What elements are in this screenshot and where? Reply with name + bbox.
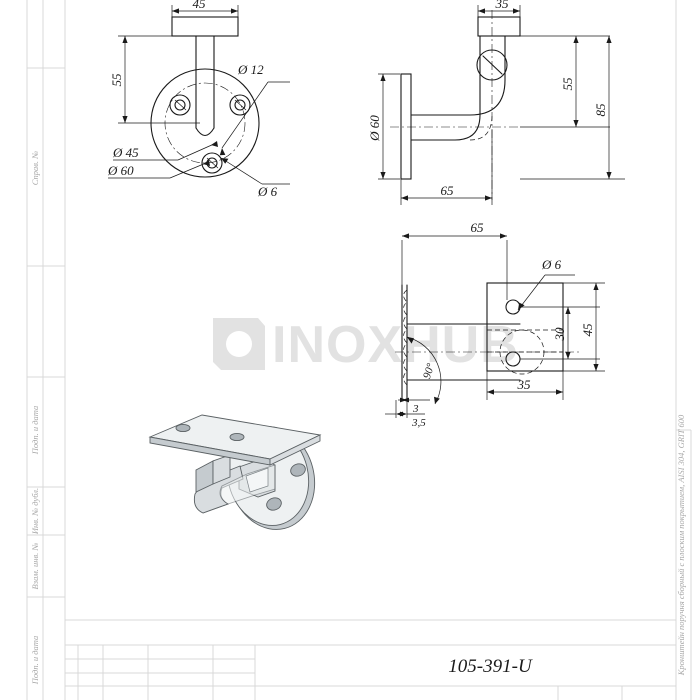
side-label-sprav: Справ. № <box>30 151 40 185</box>
part-number: 105-391-U <box>448 656 533 677</box>
dim-85: 85 <box>520 36 625 180</box>
dim-65-side: 65 <box>400 130 493 205</box>
dim-dia60: Ø 60 <box>107 160 210 179</box>
dim-label-45: 45 <box>193 0 207 11</box>
part-description: Кронштейн поручня сборный с плоским покр… <box>676 414 686 676</box>
dim-dia6-top: Ø 6 <box>517 257 575 311</box>
dim-35-top2: 35 <box>486 371 564 400</box>
dim-dia6: Ø 6 <box>220 157 290 199</box>
dim-label-65-side: 65 <box>441 183 455 198</box>
dim-label-90deg: 90° <box>421 361 437 380</box>
dim-label-65-top: 65 <box>471 220 485 235</box>
dim-90deg: 90° <box>406 336 442 405</box>
dim-30: 30 <box>520 306 600 360</box>
watermark-text: INOXHUB <box>272 316 519 374</box>
dim-label-35-top2: 35 <box>517 377 532 392</box>
side-label-podp-data-2: Подп. и дата <box>30 636 40 686</box>
watermark-logo <box>213 318 265 370</box>
bolt-hole-left <box>169 94 191 116</box>
side-label-vzam-inv: Взам. инв. № <box>30 543 40 590</box>
side-label-podp-data-1: Подп. и дата <box>30 406 40 456</box>
dim-label-dia60: Ø 60 <box>107 163 134 178</box>
dim-label-dia12: Ø 12 <box>237 62 264 77</box>
dim-dia45: Ø 45 <box>112 141 218 161</box>
dim-label-55-side: 55 <box>560 77 575 91</box>
dim-label-45-top: 45 <box>580 323 595 337</box>
dim-55-side: 55 <box>520 35 610 128</box>
dim-label-85: 85 <box>593 103 608 117</box>
dim-label-dia60-side: Ø 60 <box>367 115 382 142</box>
dim-label-3: 3 <box>412 403 419 415</box>
dim-label-35-top: 35 <box>495 0 510 11</box>
dim-45-top: 45 <box>563 282 605 372</box>
bolt-hole-right <box>229 94 251 116</box>
dim-label-30: 30 <box>552 327 567 342</box>
dim-label-dia6: Ø 6 <box>257 184 278 199</box>
dim-label-dia6-top: Ø 6 <box>541 257 562 272</box>
dim-label-55: 55 <box>109 73 124 87</box>
dim-35-top: 35 <box>477 0 521 18</box>
dim-65-top: 65 <box>401 220 508 300</box>
dim-45: 45 <box>171 0 239 18</box>
dim-dia12: Ø 12 <box>219 62 290 156</box>
dim-label-3-5: 3,5 <box>411 417 426 429</box>
dim-3-5: 3,5 <box>385 400 426 429</box>
dim-label-dia45: Ø 45 <box>112 145 139 160</box>
dim-dia60-side: Ø 60 <box>367 73 400 180</box>
side-label-inv-dubl: Инв. № дубл. <box>30 488 40 535</box>
dim-55: 55 <box>109 35 200 124</box>
